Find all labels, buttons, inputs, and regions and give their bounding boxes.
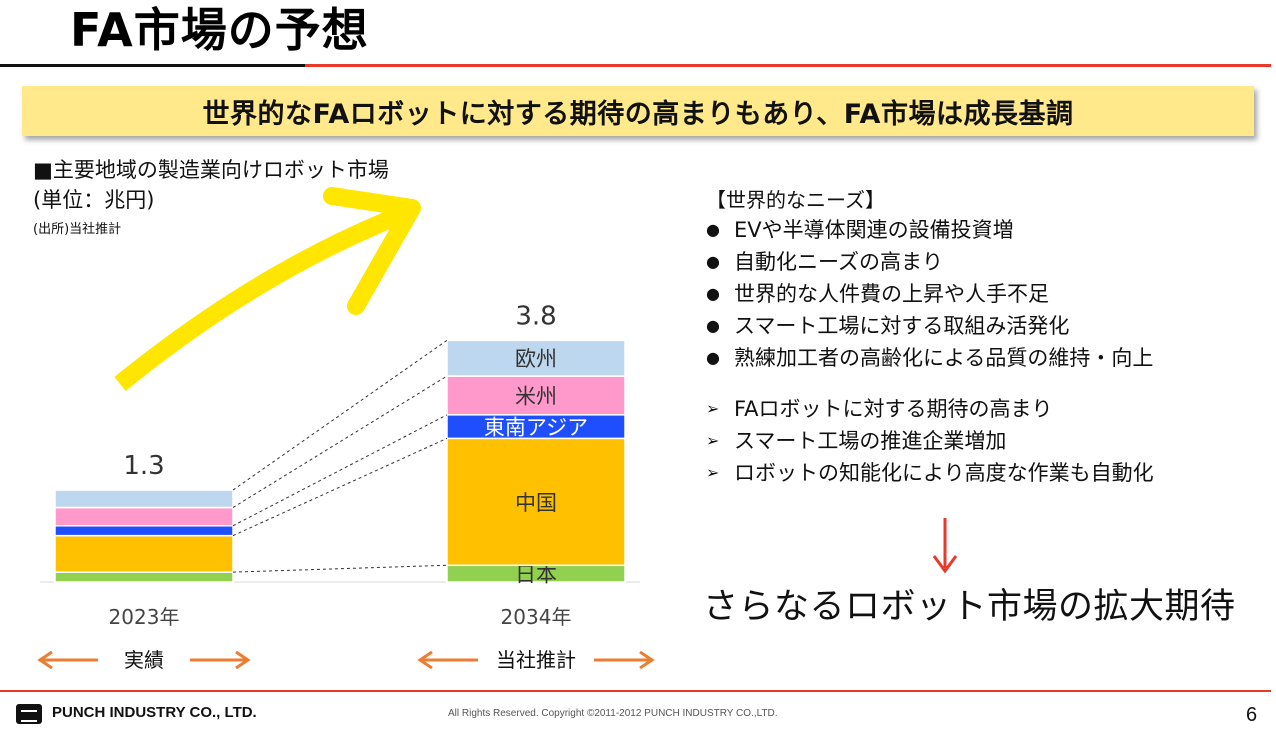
footer-company: PUNCH INDUSTRY CO., LTD. <box>52 704 257 721</box>
down-arrow-icon <box>932 518 958 574</box>
list-item-text: 世界的な人件費の上昇や人手不足 <box>734 282 1049 306</box>
bar-segment <box>54 571 234 583</box>
chart-unit: (単位：兆円) <box>33 188 155 212</box>
needs-title: 【世界的なニーズ】 <box>706 188 885 212</box>
period-arrow-right-head <box>235 650 251 670</box>
title-rule <box>0 64 305 67</box>
connector-line <box>232 375 448 508</box>
list-item-text: EVや半導体関連の設備投資増 <box>734 218 1014 242</box>
bar-total-label: 3.8 <box>515 301 556 331</box>
bar-segment <box>446 375 626 416</box>
connector-line <box>232 437 448 537</box>
segment-label: 東南アジア <box>484 416 588 440</box>
page-number: 6 <box>1246 704 1258 726</box>
bar-segment <box>446 339 626 377</box>
footer-copyright: All Rights Reserved. Copyright ©2011-201… <box>448 708 778 719</box>
list-item: ● 自動化ニーズの高まり <box>706 246 1153 278</box>
list-item: ➢ FAロボットに対する期待の高まり <box>706 393 1154 425</box>
title-rule-accent <box>305 64 1271 67</box>
needs-list: ● EVや半導体関連の設備投資増 ● 自動化ニーズの高まり ● 世界的な人件費の上昇や… <box>706 214 1153 374</box>
segment-label: 中国 <box>515 491 557 515</box>
headline-text: 世界的なFAロボットに対する期待の高まりもあり、FA市場は成長基調 <box>202 98 1074 130</box>
segment-label: 米州 <box>515 384 557 408</box>
page-title: FA市場の予想 <box>70 3 369 57</box>
chevron-right-icon: ➢ <box>706 399 720 418</box>
connector-line <box>232 564 448 573</box>
x-tick-label: 2034年 <box>501 605 572 629</box>
black-circle-icon: ● <box>706 220 720 239</box>
x-tick-label: 2023年 <box>109 605 180 629</box>
period-arrow-left-head <box>417 650 433 670</box>
black-circle-icon: ● <box>706 252 720 271</box>
bar-segment <box>446 564 626 583</box>
connector-line <box>232 414 448 527</box>
period-arrow-right-head <box>639 650 655 670</box>
chart-source: (出所)当社推計 <box>33 222 122 237</box>
list-item-text: 熟練加工者の高齢化による品質の維持・向上 <box>734 346 1154 370</box>
list-item: ● EVや半導体関連の設備投資増 <box>706 214 1153 246</box>
bar-segment <box>54 506 234 527</box>
headline-banner: 世界的なFAロボットに対する期待の高まりもあり、FA市場は成長基調 <box>22 86 1254 136</box>
period-arrow-left-head <box>37 650 53 670</box>
black-circle-icon: ● <box>706 316 720 335</box>
black-circle-icon: ● <box>706 348 720 367</box>
bar-segment <box>54 534 234 573</box>
list-item-text: ロボットの知能化により高度な作業も自動化 <box>734 461 1154 485</box>
list-item: ➢ ロボットの知能化により高度な作業も自動化 <box>706 457 1154 489</box>
conclusion-text: さらなるロボット市場の拡大期待 <box>703 587 1236 627</box>
footer-rule <box>0 690 1271 692</box>
list-item: ● 世界的な人件費の上昇や人手不足 <box>706 278 1153 310</box>
bar-segment <box>446 437 626 567</box>
list-item: ➢ スマート工場の推進企業増加 <box>706 425 1154 457</box>
bar-segment <box>446 414 626 440</box>
period-note: 実績 <box>124 648 164 672</box>
company-logo-icon <box>16 704 42 724</box>
list-item: ● スマート工場に対する取組み活発化 <box>706 310 1153 342</box>
chart-heading: ■主要地域の製造業向けロボット市場 <box>33 158 389 182</box>
chevron-right-icon: ➢ <box>706 431 720 450</box>
chevron-right-icon: ➢ <box>706 463 720 482</box>
list-item: ● 熟練加工者の高齢化による品質の維持・向上 <box>706 342 1153 374</box>
list-item-text: スマート工場の推進企業増加 <box>734 429 1007 453</box>
bar-segment <box>54 489 234 509</box>
segment-label: 日本 <box>515 563 557 587</box>
bar-total-label: 1.3 <box>123 451 164 481</box>
black-circle-icon: ● <box>706 284 720 303</box>
list-item-text: 自動化ニーズの高まり <box>734 250 943 274</box>
growth-trend-arrowhead <box>323 187 421 315</box>
growth-trend-arrow <box>114 203 412 391</box>
list-item-text: FAロボットに対する期待の高まり <box>734 397 1053 421</box>
list-item-text: スマート工場に対する取組み活発化 <box>734 314 1070 338</box>
segment-label: 欧州 <box>515 347 557 371</box>
bar-segment <box>54 525 234 537</box>
connector-line <box>232 339 448 491</box>
effects-list: ➢ FAロボットに対する期待の高まり ➢ スマート工場の推進企業増加 ➢ ロボットの知… <box>706 393 1154 489</box>
period-note: 当社推計 <box>496 648 576 672</box>
